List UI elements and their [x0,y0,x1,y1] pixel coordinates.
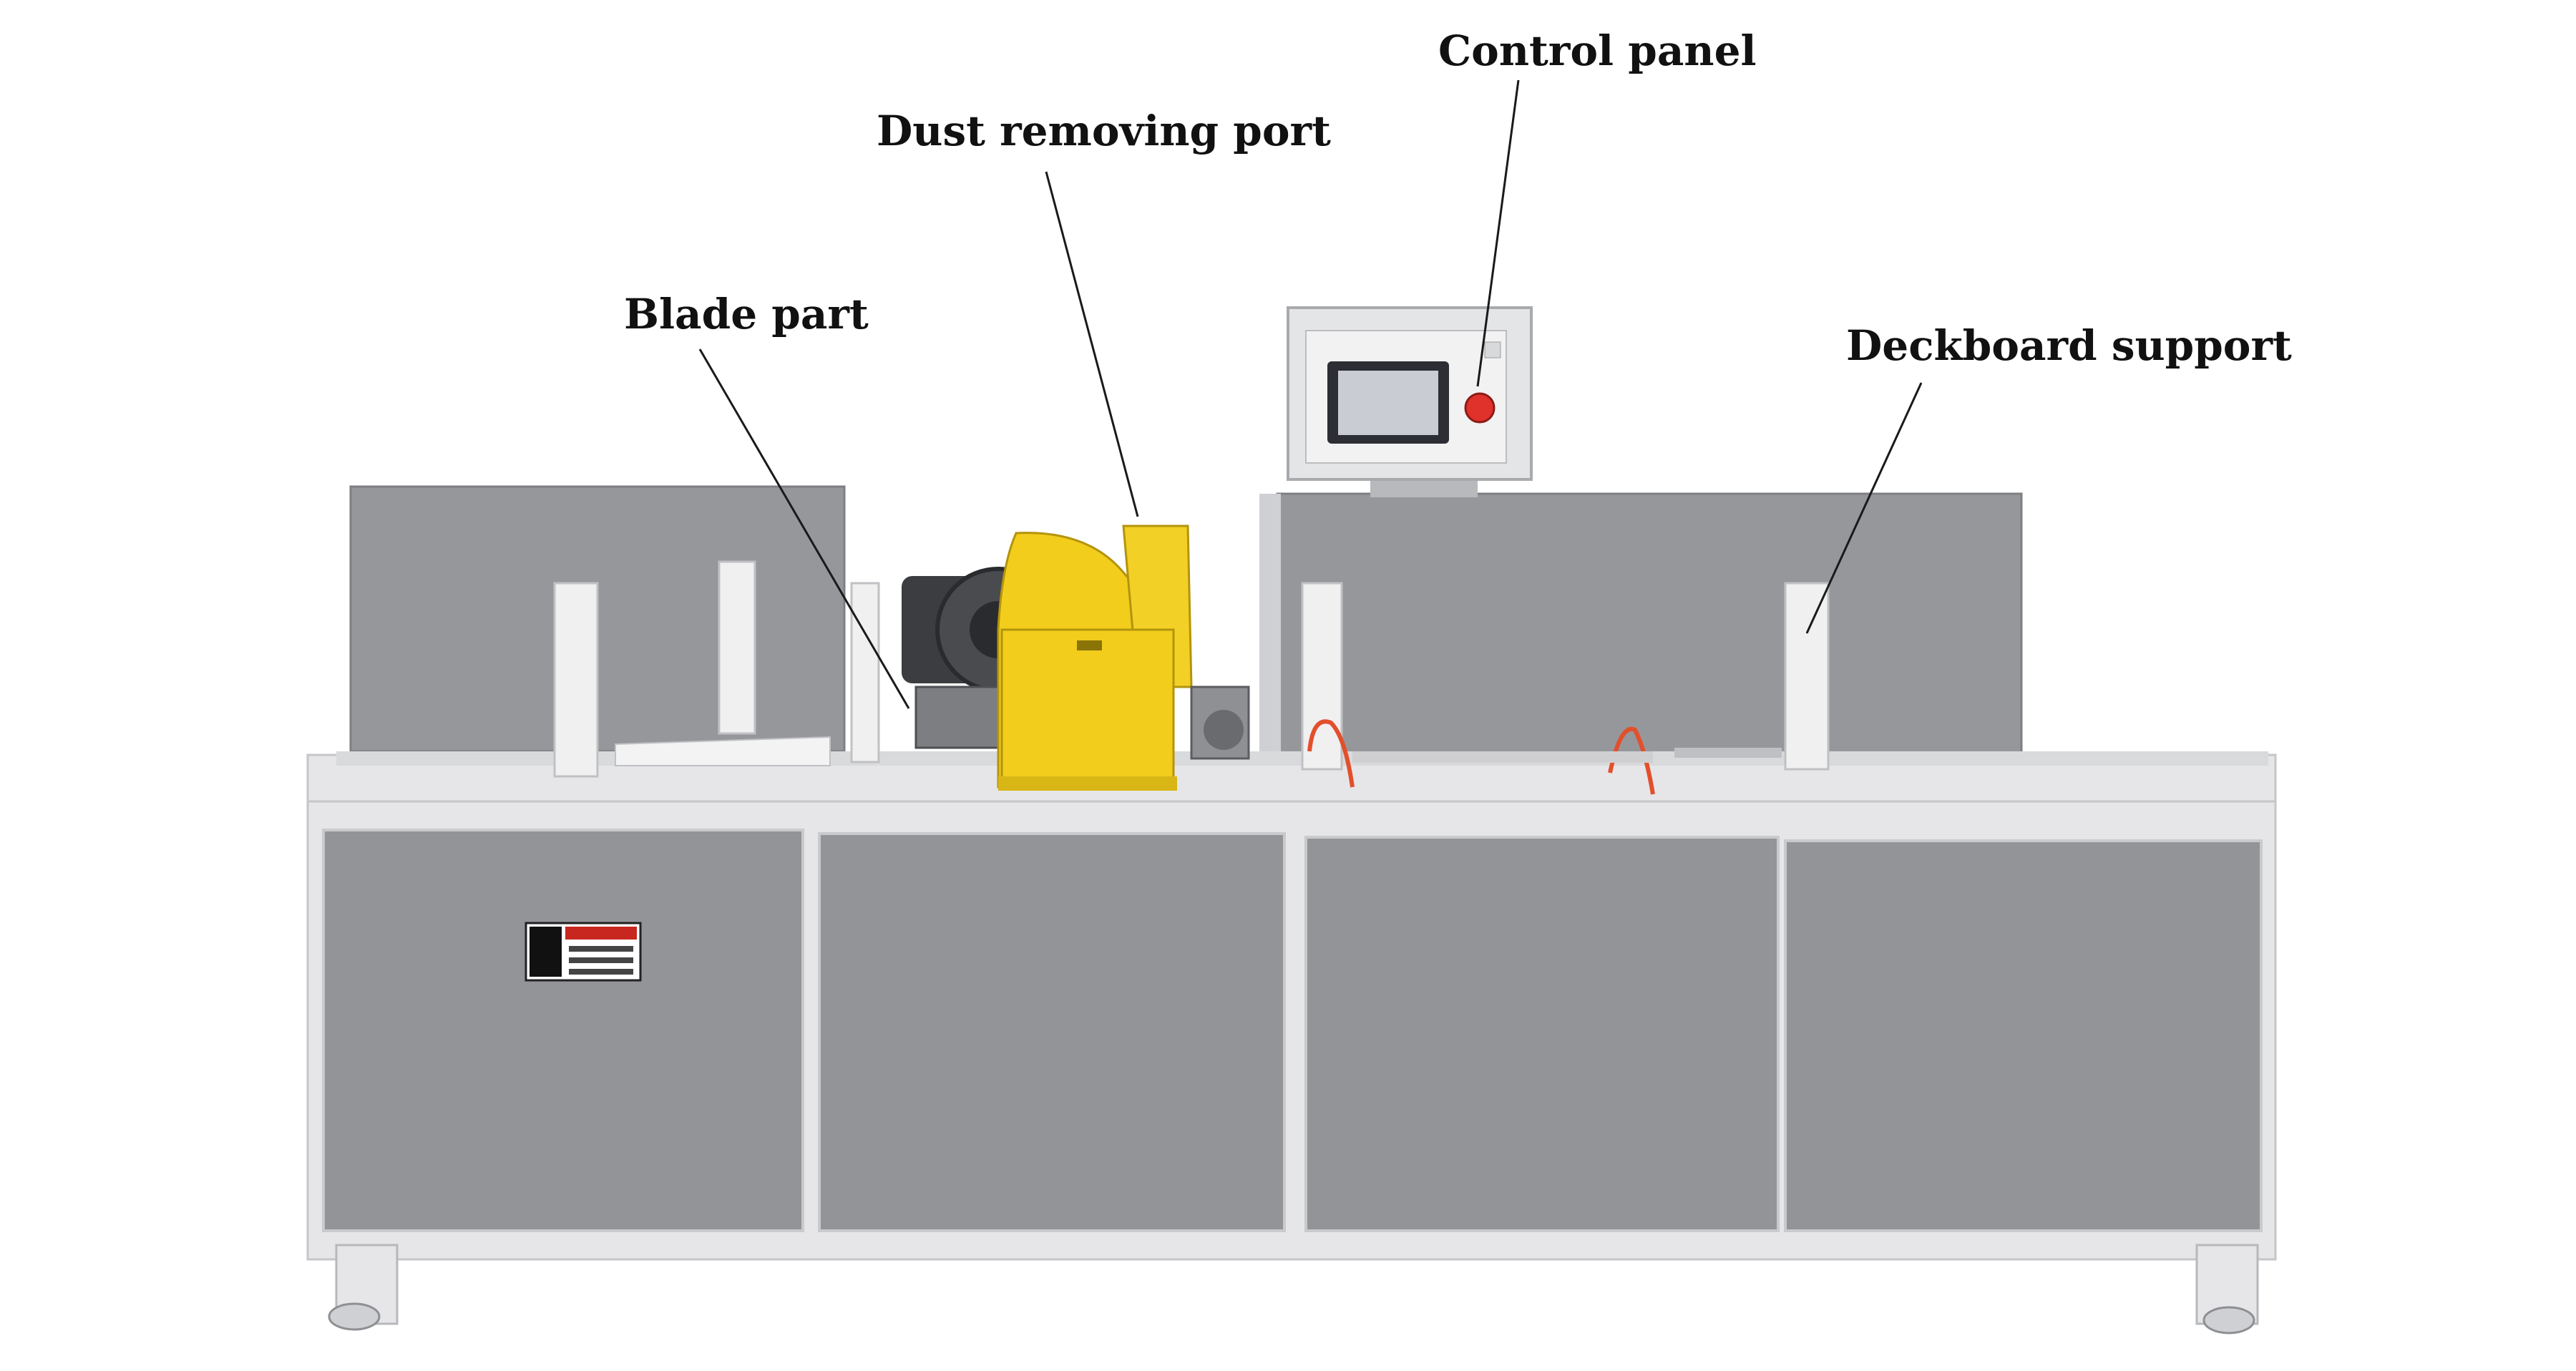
control-panel-box [1287,306,1533,497]
leader-blade-part [698,348,910,709]
leader-dust-port [1045,171,1139,517]
deckboard-support [1784,582,1830,771]
cabinet-door-4 [1784,839,2263,1232]
cabinet-door-1 [322,829,804,1232]
cabinet-door-3 [1304,836,1780,1232]
touch-screen [1338,371,1438,435]
blade-part-label: Blade part [624,290,869,338]
cabinet-door-2 [818,832,1286,1232]
dust-removing-port [997,525,1193,791]
control-panel-label: Control panel [1438,26,1757,75]
warning-sticker-icon [525,922,642,982]
leader-control-panel [1476,79,1520,387]
right-back-plate [1276,492,2023,767]
emergency-stop-icon [1464,392,1496,424]
leader-deckboard-support [1805,382,1923,634]
dust-removing-port-label: Dust removing port [877,107,1331,155]
deckboard-support-label: Deckboard support [1846,321,2292,370]
